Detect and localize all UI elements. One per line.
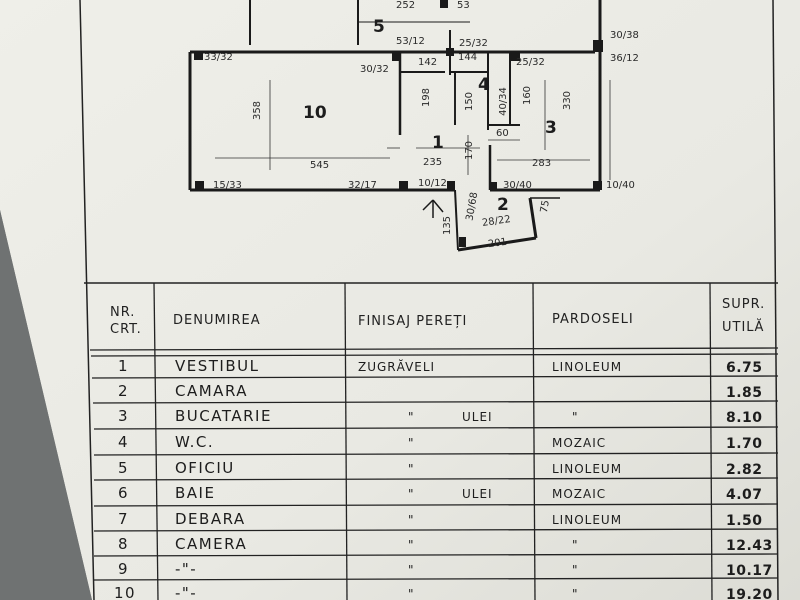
dim-30-32: 30/32 — [360, 64, 389, 75]
cell-nr: 3 — [118, 407, 130, 425]
header-pardoseli: PARDOSELI — [552, 312, 634, 327]
cell-finisaj-pereti: ZUGRĂVELI — [358, 360, 436, 374]
cell-nr: 6 — [118, 484, 130, 502]
cell-pardoseli: " — [572, 538, 579, 552]
cell-nr: 9 — [118, 560, 130, 578]
dim-10-40: 10/40 — [606, 180, 635, 191]
cell-finisaj-pereti: " — [408, 538, 415, 552]
plan-columns — [194, 0, 603, 247]
cell-finisaj-extra: ULEI — [462, 487, 493, 501]
dim-198: 198 — [421, 87, 433, 108]
cell-suprafata-utila: 1.85 — [726, 385, 763, 401]
dim-30-38: 30/38 — [610, 30, 639, 41]
cell-nr: 8 — [118, 535, 130, 553]
dim-330: 330 — [562, 90, 574, 111]
entrance-door-mark — [422, 199, 444, 218]
header-utila: UTILĂ — [722, 320, 765, 335]
cell-nr: 5 — [118, 459, 130, 477]
cell-finisaj-pereti: " — [408, 436, 415, 450]
dim-144: 144 — [458, 52, 478, 63]
header-nr: NR. — [110, 305, 136, 320]
cell-denumirea: BUCATARIE — [175, 407, 272, 425]
dim-142: 142 — [418, 57, 438, 68]
cell-denumirea: CAMERA — [175, 535, 248, 553]
dim-40-34: 40/34 — [497, 87, 509, 116]
cell-finisaj-pereti: " — [408, 513, 415, 527]
dim-33-32: 33/32 — [204, 52, 233, 63]
cell-suprafata-utila: 12.43 — [726, 538, 773, 554]
dim-60: 60 — [496, 128, 509, 139]
dim-160: 160 — [522, 85, 534, 106]
table-grid — [89, 282, 779, 600]
dim-150: 150 — [464, 91, 476, 112]
dim-53-12: 53/12 — [396, 36, 425, 47]
cell-denumirea: CAMARA — [175, 382, 249, 400]
background-shadow — [0, 210, 92, 600]
dim-32-17: 32/17 — [348, 180, 377, 191]
cell-denumirea: OFICIU — [175, 459, 235, 477]
room-number-10: 10 — [303, 103, 327, 123]
dim-75: 75 — [538, 199, 552, 214]
cell-finisaj-pereti: " — [408, 487, 415, 501]
dim-10-12: 10/12 — [418, 178, 447, 189]
cell-denumirea: DEBARA — [175, 510, 246, 528]
header-crt: CRT. — [110, 322, 142, 337]
cell-finisaj-extra: ULEI — [462, 410, 493, 424]
cell-suprafata-utila: 8.10 — [726, 410, 763, 426]
dim-283: 283 — [532, 158, 552, 169]
room-number-3: 3 — [545, 118, 557, 138]
cell-nr: 2 — [118, 382, 130, 400]
cell-suprafata-utila: 1.50 — [726, 513, 763, 529]
cell-denumirea: -"- — [175, 584, 198, 600]
cell-pardoseli: " — [572, 563, 579, 577]
dim-235: 235 — [423, 157, 443, 168]
dim-252: 252 — [396, 0, 416, 11]
cell-pardoseli: MOZAIC — [552, 436, 607, 450]
header-supr: SUPR. — [722, 297, 766, 312]
dim-15-33: 15/33 — [213, 180, 242, 191]
dim-53: 53 — [457, 0, 470, 11]
cell-suprafata-utila: 1.70 — [726, 436, 763, 452]
cell-suprafata-utila: 10.17 — [726, 563, 773, 579]
dim-30-40: 30/40 — [503, 180, 532, 191]
cell-pardoseli: LINOLEUM — [552, 513, 623, 527]
cell-nr: 10 — [114, 584, 137, 600]
cell-finisaj-pereti: " — [408, 563, 415, 577]
dim-358: 358 — [252, 100, 264, 121]
dim-36-12: 36/12 — [610, 53, 639, 64]
cell-pardoseli: MOZAIC — [552, 487, 607, 501]
cell-pardoseli: " — [572, 410, 579, 424]
cell-denumirea: -"- — [175, 560, 198, 578]
cell-nr: 4 — [118, 433, 130, 451]
room-number-4: 4 — [478, 75, 490, 95]
cell-denumirea: BAIE — [175, 484, 216, 502]
dim-170: 170 — [464, 140, 476, 161]
cell-pardoseli: LINOLEUM — [552, 462, 623, 476]
room-number-2: 2 — [497, 195, 509, 215]
dim-545: 545 — [310, 160, 330, 171]
cell-suprafata-utila: 4.07 — [726, 487, 763, 503]
header-finisaj-pereti: FINISAJ PEREȚI — [358, 314, 468, 329]
cell-denumirea: W.C. — [175, 433, 215, 451]
cell-suprafata-utila: 19.20 — [726, 587, 773, 600]
cell-pardoseli: " — [572, 587, 579, 600]
cell-suprafata-utila: 6.75 — [726, 360, 763, 376]
cell-denumirea: VESTIBUL — [175, 357, 260, 375]
room-number-5: 5 — [373, 17, 385, 37]
dim-25-32-a: 25/32 — [459, 38, 488, 49]
dim-135: 135 — [442, 215, 454, 236]
cell-pardoseli: LINOLEUM — [552, 360, 623, 374]
header-denumirea: DENUMIREA — [173, 313, 261, 328]
cell-finisaj-pereti: " — [408, 587, 415, 600]
cell-finisaj-pereti: " — [408, 410, 415, 424]
cell-suprafata-utila: 2.82 — [726, 462, 763, 478]
cell-nr: 1 — [118, 357, 130, 375]
room-number-1: 1 — [432, 133, 444, 153]
cell-finisaj-pereti: " — [408, 462, 415, 476]
cell-nr: 7 — [118, 510, 130, 528]
dim-25-32-b: 25/32 — [516, 57, 545, 68]
